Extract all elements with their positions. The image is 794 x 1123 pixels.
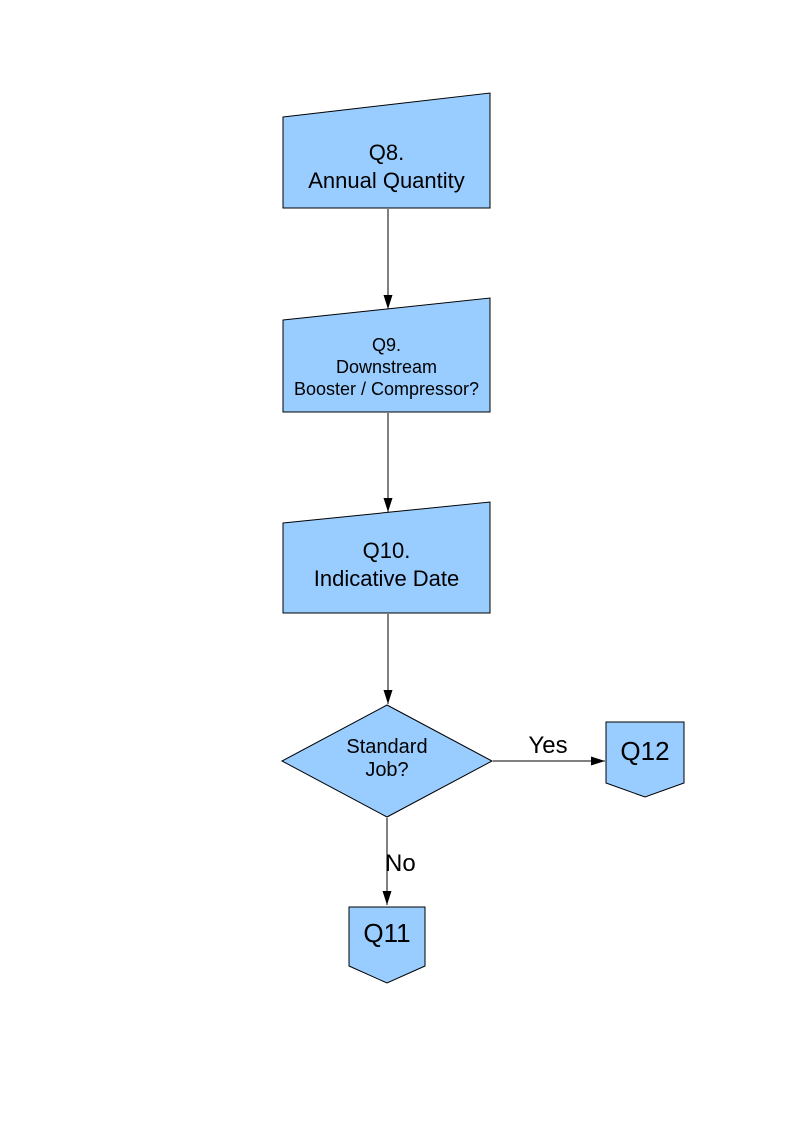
node-q11-label-line1: Q11 bbox=[363, 918, 411, 948]
node-q11-offpage-connector-shape bbox=[348, 906, 426, 984]
node-q8-label-line1: Q8. bbox=[368, 140, 405, 165]
node-q9-manual-input-shape bbox=[282, 297, 491, 413]
node-q12-label: Q12 bbox=[606, 738, 684, 764]
node-q9-label: Q9. Downstream Booster / Compressor? bbox=[283, 334, 490, 400]
node-decision-label-line2: Job? bbox=[365, 759, 409, 781]
node-q8-manual-input-shape bbox=[282, 92, 491, 209]
node-q10-label: Q10. Indicative Date bbox=[283, 537, 490, 593]
node-q11-label: Q11 bbox=[349, 920, 425, 946]
node-q8-label-line2: Annual Quantity bbox=[308, 168, 465, 193]
node-decision-diamond-shape bbox=[280, 704, 494, 818]
node-q8-label: Q8. Annual Quantity bbox=[283, 139, 490, 195]
node-q10-manual-input-shape bbox=[282, 501, 491, 614]
edge-label-yes: Yes bbox=[528, 732, 568, 759]
node-q9-label-line2: Downstream bbox=[335, 357, 438, 377]
node-q10-label-line1: Q10. bbox=[362, 538, 411, 563]
node-q12-offpage-connector-shape bbox=[605, 721, 685, 798]
edge-label-no: No bbox=[385, 850, 416, 877]
node-decision-label: Standard Job? bbox=[282, 736, 492, 782]
node-q9-label-line1: Q9. bbox=[371, 335, 401, 355]
node-q10-label-line2: Indicative Date bbox=[313, 566, 460, 591]
node-q12-label-line1: Q12 bbox=[620, 736, 670, 766]
node-q9-label-line3: Booster / Compressor? bbox=[293, 379, 480, 399]
node-decision-label-line1: Standard bbox=[346, 736, 428, 758]
